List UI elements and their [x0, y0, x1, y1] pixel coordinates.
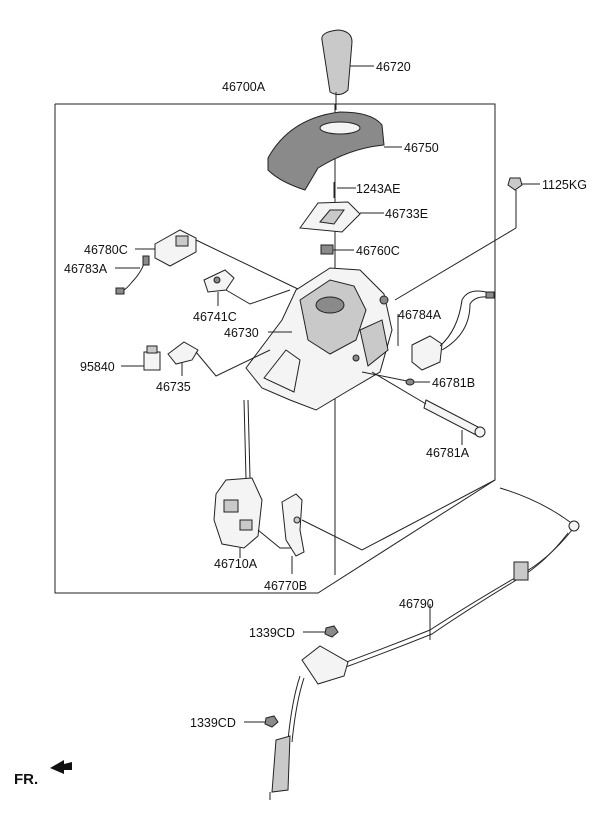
cover-46750 [267, 111, 402, 191]
cable-46790 [269, 487, 580, 800]
label-46780c: 46780C [84, 243, 128, 257]
lever-46710a [213, 399, 300, 558]
bracket-46735 [167, 341, 271, 377]
label-1125kg: 1125KG [542, 178, 587, 192]
label-1243ae: 1243AE [356, 182, 400, 196]
harness-46784a [397, 290, 495, 371]
front-direction-arrow [50, 760, 72, 774]
bolt-46781b [361, 371, 430, 386]
label-46730: 46730 [224, 326, 259, 340]
label-46781b: 46781B [432, 376, 475, 390]
label-46735: 46735 [156, 380, 191, 394]
label-46760c: 46760C [356, 244, 400, 258]
harness-46783a [115, 255, 150, 295]
label-95840: 95840 [80, 360, 115, 374]
pin-1243ae [333, 182, 356, 198]
label-46790: 46790 [399, 597, 434, 611]
indicator-46733e [299, 201, 384, 233]
label-front: FR. [14, 771, 38, 788]
label-46741c: 46741C [193, 310, 237, 324]
label-46781a: 46781A [426, 446, 470, 460]
switch-95840 [121, 345, 161, 371]
nut-1339cd-lower [244, 715, 279, 728]
knob-46720 [321, 29, 374, 110]
bolt-1125kg [394, 177, 540, 301]
label-46783a: 46783A [64, 262, 108, 276]
label-46700a: 46700A [222, 80, 266, 94]
label-46784a: 46784A [398, 308, 442, 322]
label-46710a: 46710A [214, 557, 258, 571]
housing-46730 [245, 267, 393, 411]
label-46750: 46750 [404, 141, 439, 155]
label-46770b: 46770B [264, 579, 307, 593]
nut-1339cd-upper [303, 625, 339, 638]
pin-46781a [371, 371, 486, 445]
label-1339cd-lower: 1339CD [190, 716, 236, 730]
label-46733e: 46733E [385, 207, 428, 221]
label-1339cd-upper: 1339CD [249, 626, 295, 640]
lever-46741c [203, 269, 291, 306]
bracket-46770b [281, 479, 496, 574]
clip-46760c [320, 244, 354, 255]
module-46780c [135, 229, 301, 291]
label-46720: 46720 [376, 60, 411, 74]
